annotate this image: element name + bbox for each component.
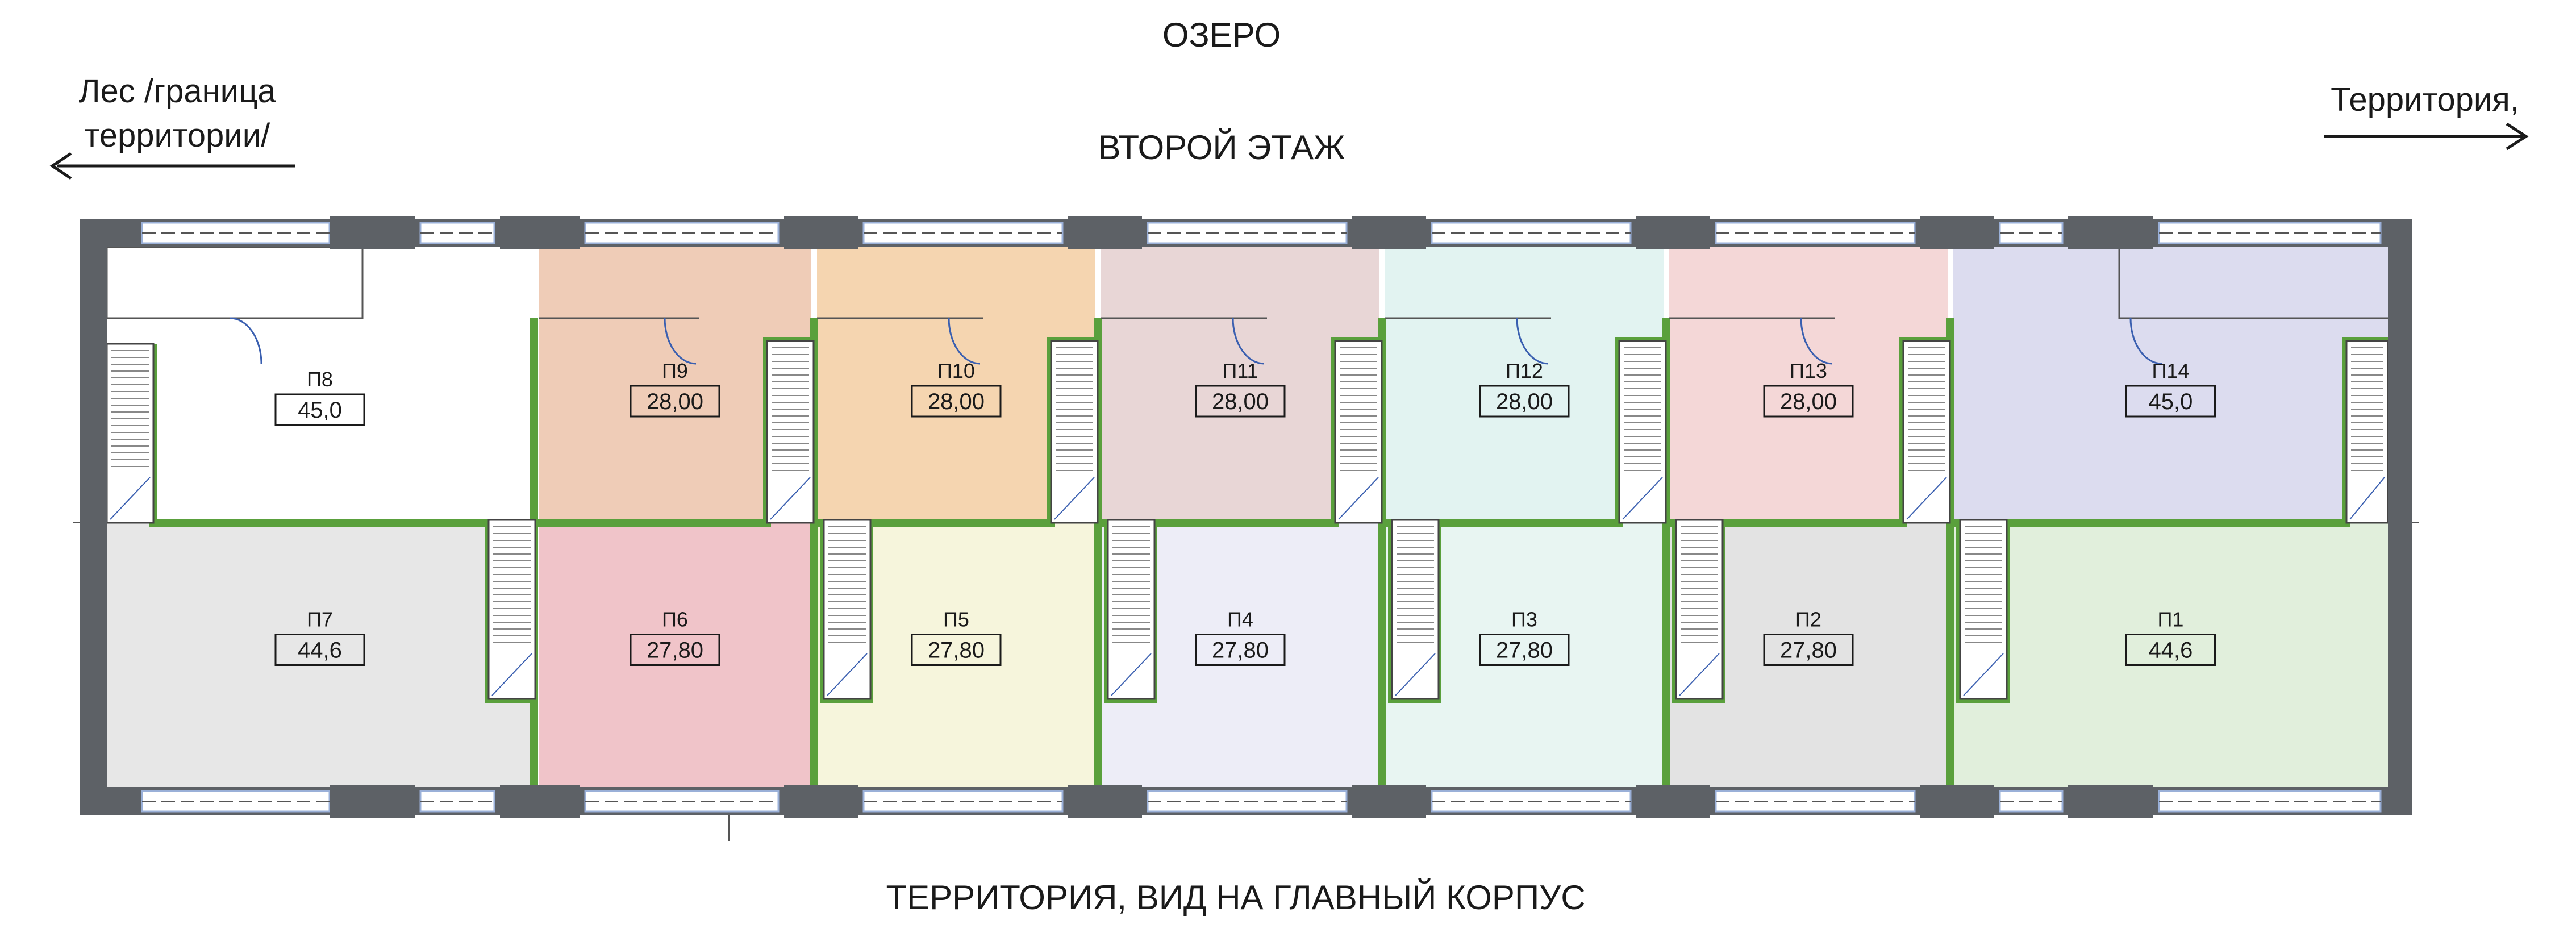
room-area: 45,0	[298, 398, 342, 423]
arrow-right-icon	[2324, 122, 2529, 151]
room-area: 28,00	[647, 389, 703, 414]
room-area: 45,0	[2149, 389, 2193, 414]
room-label-p1: П1 44,6	[2125, 608, 2216, 666]
room-label-p9: П9 28,00	[630, 359, 720, 418]
room-name: П12	[1506, 359, 1543, 382]
label-bottom: ТЕРРИТОРИЯ, ВИД НА ГЛАВНЫЙ КОРПУС	[886, 878, 1585, 917]
building	[73, 216, 2419, 841]
room-area: 27,80	[1212, 638, 1269, 663]
room-area: 27,80	[647, 638, 703, 663]
room-area: 27,80	[928, 638, 985, 663]
room-label-p2: П2 27,80	[1763, 608, 1854, 666]
structural-posts	[330, 216, 2153, 818]
room-name: П14	[2152, 359, 2190, 382]
room-name: П13	[1790, 359, 1827, 382]
room-p1	[1953, 523, 2388, 787]
room-label-p4: П4 27,80	[1195, 608, 1286, 666]
room-area: 27,80	[1780, 638, 1837, 663]
room-label-p6: П6 27,80	[630, 608, 720, 666]
room-p14	[1953, 224, 2388, 523]
room-name: П9	[662, 359, 688, 382]
room-name: П5	[943, 608, 969, 631]
room-label-p13: П13 28,00	[1763, 359, 1854, 418]
windows	[141, 222, 2382, 813]
room-name: П6	[662, 608, 688, 631]
room-name: П4	[1227, 608, 1253, 631]
room-name: П8	[307, 368, 333, 391]
room-name: П2	[1795, 608, 1821, 631]
room-name: П3	[1511, 608, 1537, 631]
room-label-p10: П10 28,00	[911, 359, 1002, 418]
room-label-p12: П12 28,00	[1479, 359, 1570, 418]
room-area: 44,6	[298, 638, 342, 663]
label-territory: Территория,	[2331, 81, 2519, 118]
room-label-p3: П3 27,80	[1479, 608, 1570, 666]
room-label-p8: П8 45,0	[274, 368, 365, 426]
room-area: 28,00	[1780, 389, 1837, 414]
room-name: П7	[307, 608, 333, 631]
room-p7	[107, 523, 533, 787]
room-label-p7: П7 44,6	[274, 608, 365, 666]
room-name: П10	[937, 359, 975, 382]
room-name: П11	[1222, 359, 1258, 382]
room-label-p5: П5 27,80	[911, 608, 1002, 666]
room-area: 28,00	[928, 389, 985, 414]
room-area: 28,00	[1212, 389, 1269, 414]
label-forest-line1: Лес /граница	[78, 73, 276, 110]
arrow-left-icon	[49, 152, 295, 180]
door-swings	[230, 317, 2162, 365]
label-forest-line2: территории/	[85, 117, 270, 154]
label-lake: ОЗЕРО	[1162, 16, 1281, 54]
room-area: 28,00	[1496, 389, 1553, 414]
staircases	[106, 340, 2389, 700]
room-area: 44,6	[2149, 638, 2193, 663]
room-area: 27,80	[1496, 638, 1553, 663]
label-floor: ВТОРОЙ ЭТАЖ	[1098, 128, 1345, 166]
room-name: П1	[2158, 608, 2184, 631]
room-label-p14: П14 45,0	[2125, 359, 2216, 418]
room-label-p11: П11 28,00	[1195, 359, 1286, 418]
room-p6	[539, 523, 811, 787]
